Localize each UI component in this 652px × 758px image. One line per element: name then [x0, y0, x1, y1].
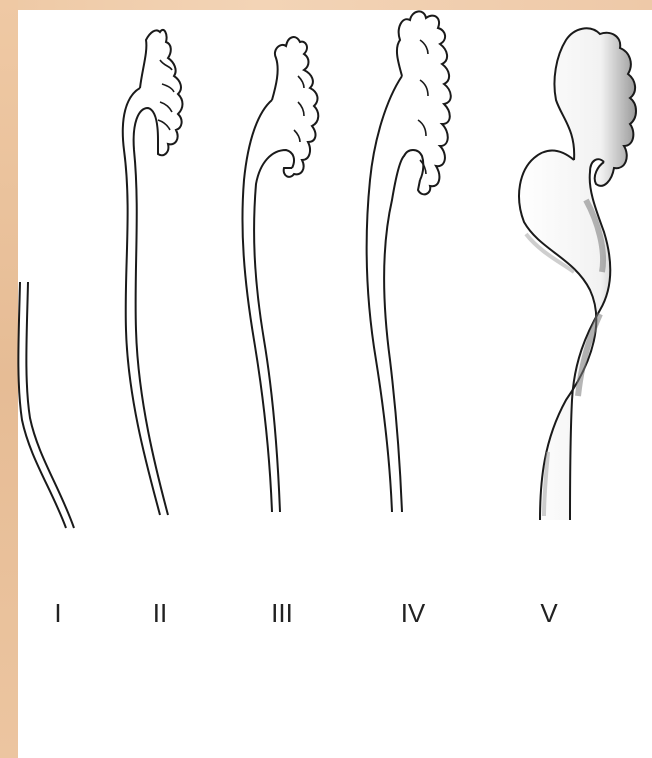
stage-iii-illustration [242, 37, 318, 512]
stage-label-iii: III [271, 598, 293, 628]
stage-i-illustration [18, 282, 74, 528]
stage-label-ii: II [153, 598, 167, 628]
stage-label-i: I [54, 598, 61, 628]
stage-label-v: V [540, 598, 558, 628]
stage-v-illustration [519, 28, 636, 520]
stage-label-iv: IV [401, 598, 426, 628]
stage-ii-illustration [123, 30, 183, 515]
stage-iv-illustration [367, 11, 451, 512]
